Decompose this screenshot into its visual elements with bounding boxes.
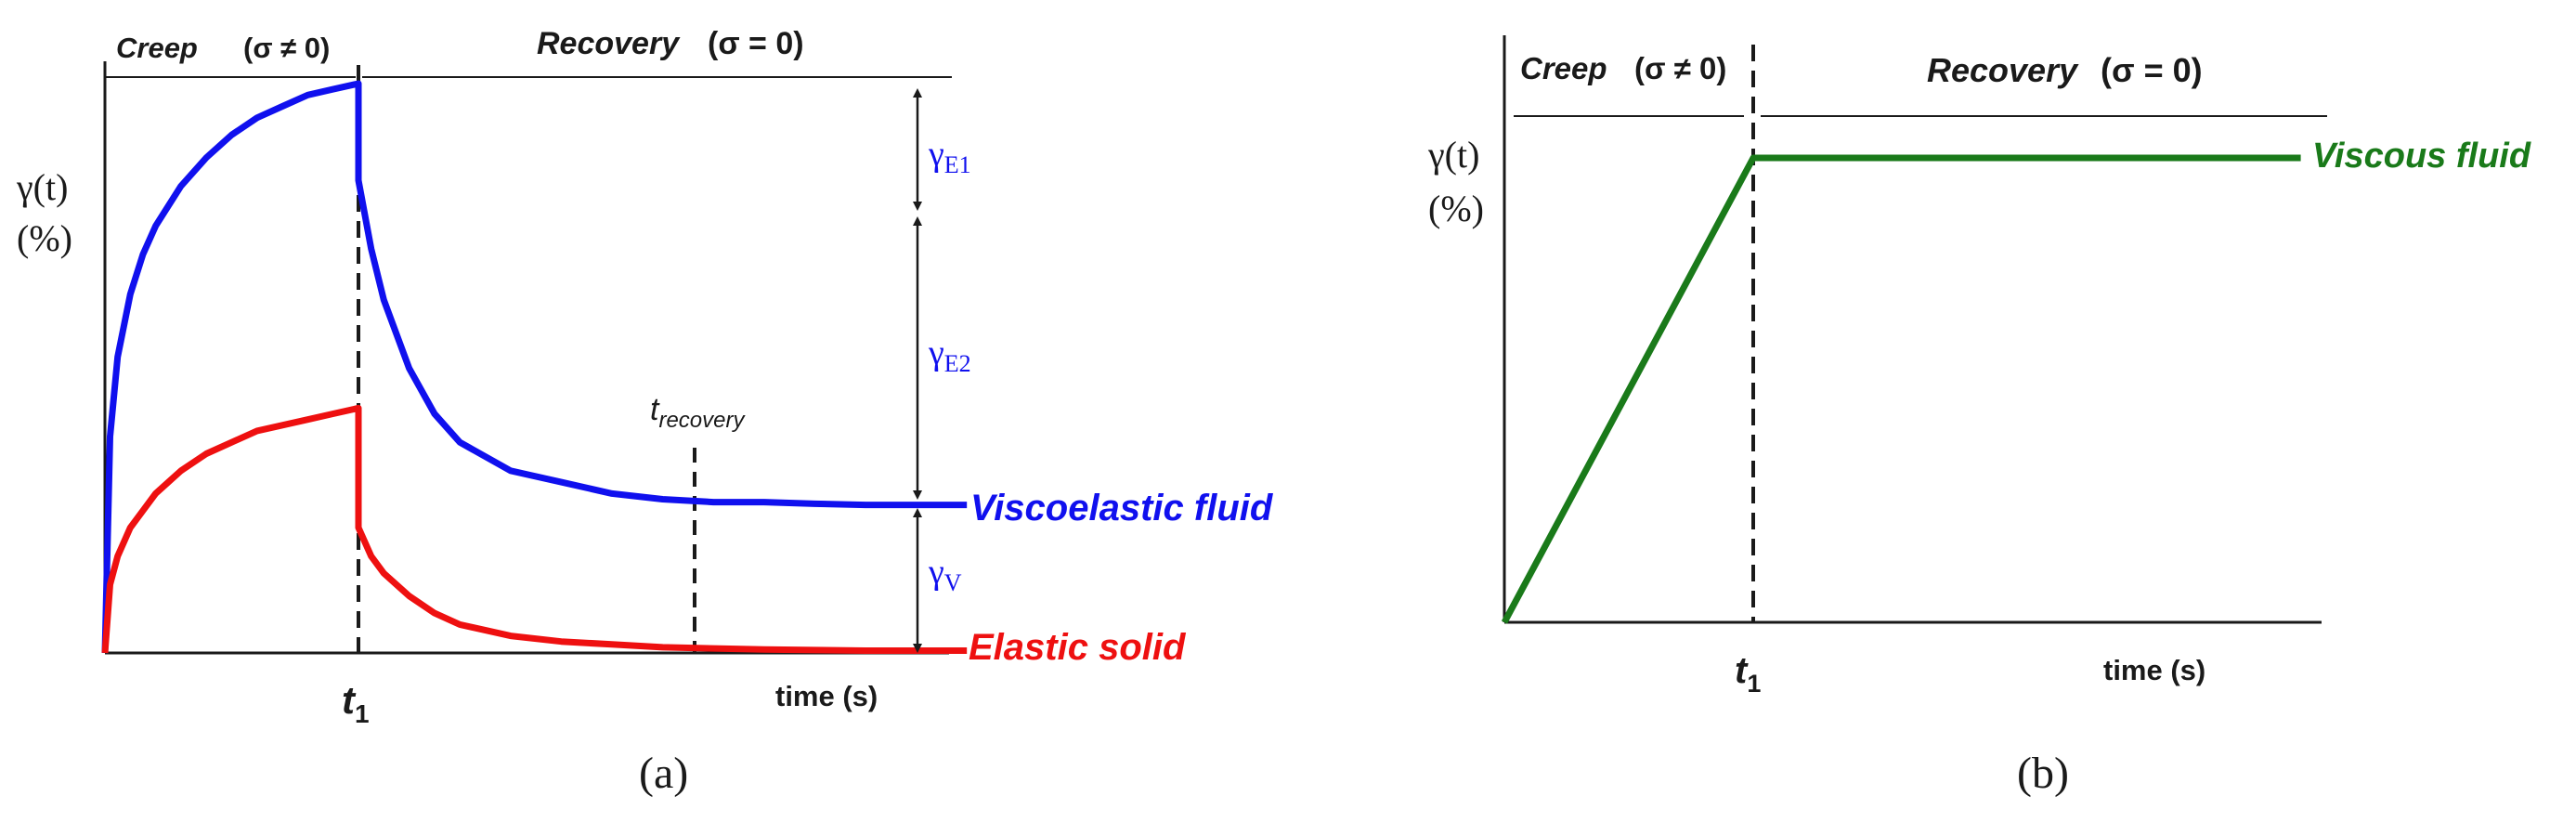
panel-b-t1-label: t1 xyxy=(1735,650,1761,698)
panel-b-yunit: (%) xyxy=(1428,188,1484,229)
panel-a-viscoelastic-label: Viscoelastic fluid xyxy=(970,488,1274,528)
panel-a-elastic-label: Elastic solid xyxy=(969,627,1187,668)
panel-b-viscous-curve xyxy=(1501,154,2301,624)
panel-b-label: (b) xyxy=(2017,749,2069,798)
panel-a-recovery-condition: (σ = 0) xyxy=(708,26,804,61)
panel-a-gamma-e2-label: γE2 xyxy=(928,333,971,377)
panel-a-yunit: (%) xyxy=(17,217,72,259)
panel-a-creep-condition: (σ ≠ 0) xyxy=(243,32,330,64)
panel-b-viscous-label: Viscous fluid xyxy=(2312,137,2531,176)
panel-b: Creep (σ ≠ 0) Recovery (σ = 0) γ(t) (%) … xyxy=(1427,35,2531,798)
panel-b-creep-label: Creep xyxy=(1520,51,1607,85)
panel-b-recovery-condition: (σ = 0) xyxy=(2101,51,2203,89)
panel-b-recovery-label: Recovery xyxy=(1927,51,2079,89)
panel-a-gamma-v-label: γV xyxy=(928,553,962,596)
panel-a-trecovery-label: trecovery xyxy=(650,392,746,433)
panel-b-creep-condition: (σ ≠ 0) xyxy=(1634,51,1726,85)
panel-a-viscoelastic-curve xyxy=(101,80,968,654)
panel-a-creep-label: Creep xyxy=(116,32,198,64)
panel-a-gamma-e1-label: γE1 xyxy=(928,135,971,178)
panel-a-elastic-curve xyxy=(101,404,968,654)
panel-b-ylabel: γ(t) xyxy=(1427,134,1479,176)
panel-a-ylabel: γ(t) xyxy=(16,166,68,208)
panel-a-label: (a) xyxy=(639,749,688,798)
panel-a-recovery-label: Recovery xyxy=(537,26,681,61)
panel-a-t1-label: t1 xyxy=(342,678,370,728)
panel-a-xlabel: time (s) xyxy=(775,680,878,712)
panel-b-xlabel: time (s) xyxy=(2103,654,2205,686)
panel-a: Creep (σ ≠ 0) Recovery (σ = 0) γ(t) (%) … xyxy=(16,26,1274,798)
